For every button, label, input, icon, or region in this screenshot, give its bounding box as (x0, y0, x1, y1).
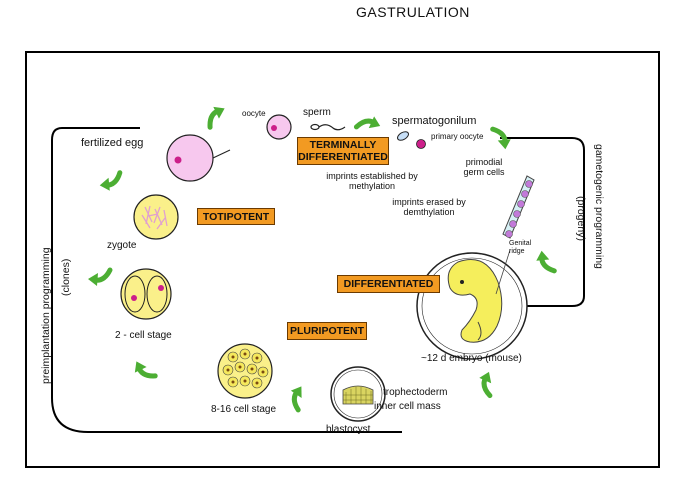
blastocyst-icon (330, 366, 386, 422)
eight-sixteen-label: 8-16 cell stage (211, 404, 277, 415)
arrow-icon (130, 357, 155, 384)
arrow-icon (284, 383, 309, 410)
imprints-erased-label: imprints erased by demthylation (392, 197, 466, 218)
fertilized-egg-icon (166, 134, 231, 182)
oocyte-label: oocyte (242, 109, 266, 118)
trophectoderm-label: trophectoderm (383, 387, 448, 398)
oocyte-icon (266, 114, 292, 140)
primary-oocyte-label: primary oocyte (431, 132, 484, 141)
arrow-icon (202, 102, 229, 127)
arrow-icon (98, 173, 122, 193)
zygote-icon (133, 194, 179, 240)
preimplantation-label: preimplantation programming (40, 247, 52, 384)
embryo-label: ~12 d embryo (mouse) (421, 353, 522, 364)
blastocyst-label: blastocyst (326, 424, 371, 435)
gametogenic-label: gametogenic programming (593, 144, 605, 269)
totipotent-badge: TOTIPOTENT (197, 208, 275, 225)
clones-label: (clones) (60, 258, 72, 296)
sperm-icon (310, 123, 346, 131)
arrow-icon (475, 369, 498, 395)
imprints-established-label: imprints established by methylation (326, 171, 418, 192)
arrow-icon (88, 270, 110, 286)
differentiated-badge: DIFFERENTIATED (337, 275, 440, 293)
sperm-label: sperm (303, 107, 331, 118)
zygote-label: zygote (107, 240, 137, 251)
spermatogonium-label: spermatogonilum (392, 115, 477, 127)
terminally-differentiated-badge: TERMINALLY DIFFERENTIATED (297, 137, 389, 165)
embryo-icon (416, 252, 528, 360)
arrow-icon (356, 112, 382, 135)
pluripotent-badge: PLURIPOTENT (287, 322, 367, 340)
morula-icon (217, 343, 273, 399)
spermatogonium-icon (397, 131, 409, 141)
inner-cell-mass-label: inner cell mass (374, 401, 441, 412)
left-loop-line (51, 127, 402, 433)
genital-ridge-label: Genital ridge (509, 240, 532, 256)
fertilized-egg-label: fertilized egg (81, 137, 144, 149)
two-cell-icon (120, 268, 172, 320)
progeny-label: (progeny) (575, 196, 587, 241)
two-cell-label: 2 - cell stage (115, 330, 172, 341)
primary-oocyte-icon (416, 139, 426, 149)
right-loop-line (500, 137, 585, 307)
arrow-icon (535, 249, 555, 273)
genital-ridge-icon (495, 175, 535, 295)
primordial-germ-cells-label: primodial germ cells (463, 157, 505, 178)
outer-frame (25, 51, 660, 468)
page-title: GASTRULATION (356, 4, 470, 20)
